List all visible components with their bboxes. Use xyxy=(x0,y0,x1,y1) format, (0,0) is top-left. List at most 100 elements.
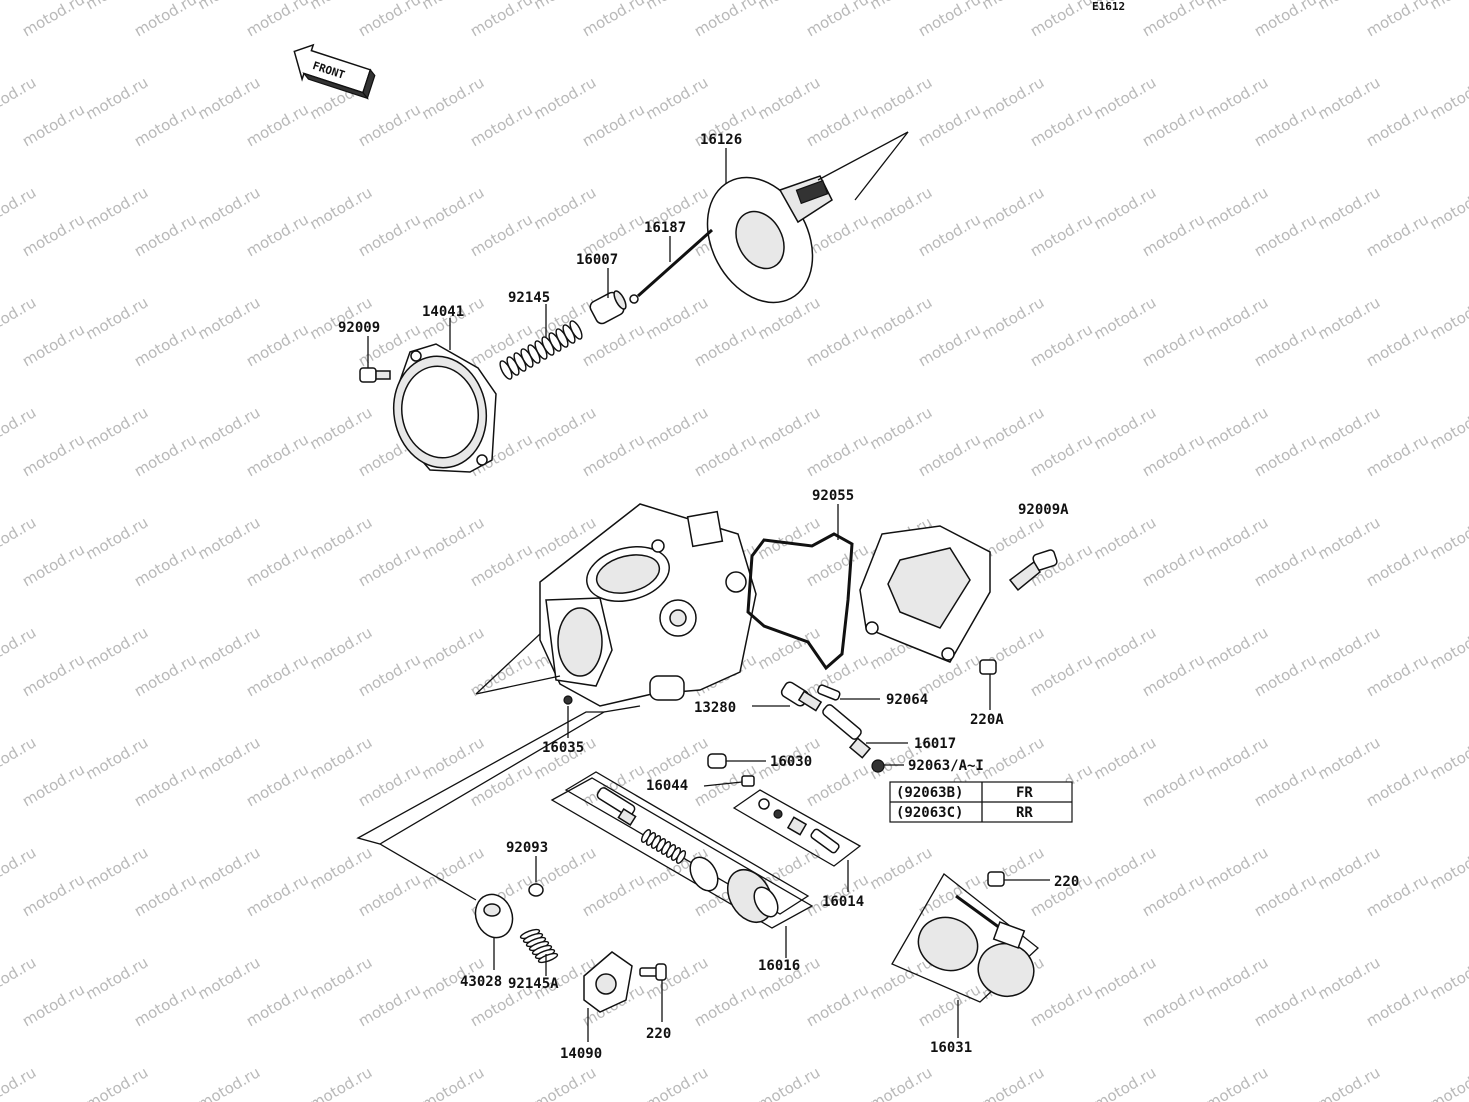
watermark-text: motod.ru xyxy=(1203,73,1272,123)
label-92064: 92064 xyxy=(886,692,928,708)
watermark-text: motod.ru xyxy=(1091,403,1160,453)
watermark-text: motod.ru xyxy=(1427,843,1469,893)
watermark-text: motod.ru xyxy=(1091,293,1160,343)
watermark-text: motod.ru xyxy=(867,843,936,893)
watermark-text: motod.ru xyxy=(915,980,984,1030)
watermark-text: motod.ru xyxy=(131,0,200,40)
watermark-text: motod.ru xyxy=(131,540,200,590)
watermark-text: motod.ru xyxy=(979,293,1048,343)
watermark-text: motod.ru xyxy=(579,100,648,150)
watermark-text: motod.ru xyxy=(243,650,312,700)
watermark-text: motod.ru xyxy=(419,73,488,123)
part-16031-float xyxy=(917,894,1035,997)
watermark-text: motod.ru xyxy=(1027,650,1096,700)
label-16031: 16031 xyxy=(930,1040,972,1056)
watermark-text: motod.ru xyxy=(1139,870,1208,920)
watermark-text: motod.ru xyxy=(467,0,536,40)
watermark-text: motod.ru xyxy=(1139,0,1208,40)
watermark-text: motod.ru xyxy=(1251,650,1320,700)
watermark-text: motod.ru xyxy=(243,540,312,590)
part-13280-jet-holder xyxy=(780,681,823,712)
watermark-text: motod.ru xyxy=(0,73,39,123)
watermark-text: motod.ru xyxy=(19,430,88,480)
watermark-text: motod.ru xyxy=(1027,0,1096,40)
watermark-text: motod.ru xyxy=(1363,760,1432,810)
watermark-text: motod.ru xyxy=(355,0,424,40)
watermark-text: motod.ru xyxy=(0,623,39,673)
watermark-text: motod.ru xyxy=(467,210,536,260)
watermark-text: motod.ru xyxy=(1203,623,1272,673)
watermark-text: motod.ru xyxy=(1427,513,1469,563)
watermark-text: motod.ru xyxy=(1251,430,1320,480)
watermark-text: motod.ru xyxy=(691,0,760,40)
watermark-text: motod.ru xyxy=(131,870,200,920)
watermark-text: motod.ru xyxy=(531,73,600,123)
label-92145A: 92145A xyxy=(508,976,559,992)
watermark-text: motod.ru xyxy=(1251,320,1320,370)
label-220-lower: 220 xyxy=(646,1026,671,1042)
watermark-text: motod.ru xyxy=(1203,293,1272,343)
jet-position-table: (92063B) FR (92063C) RR xyxy=(889,781,1073,823)
watermark-text: motod.ru xyxy=(1203,513,1272,563)
watermark-text: motod.ru xyxy=(131,650,200,700)
watermark-text: motod.ru xyxy=(19,540,88,590)
watermark-text: motod.ru xyxy=(643,73,712,123)
watermark-text: motod.ru xyxy=(83,953,152,1003)
watermark-text: motod.ru xyxy=(531,1063,600,1102)
watermark-text: motod.ru xyxy=(195,733,264,783)
watermark-text: motod.ru xyxy=(803,430,872,480)
watermark-text: motod.ru xyxy=(979,1063,1048,1102)
watermark-text: motod.ru xyxy=(803,0,872,40)
watermark-text: motod.ru xyxy=(803,980,872,1030)
watermark-text: motod.ru xyxy=(195,183,264,233)
watermark-text: motod.ru xyxy=(1251,980,1320,1030)
watermark-text: motod.ru xyxy=(1203,843,1272,893)
watermark-text: motod.ru xyxy=(643,953,712,1003)
watermark-text: motod.ru xyxy=(307,0,376,13)
watermark-text: motod.ru xyxy=(0,183,39,233)
label-92009A: 92009A xyxy=(1018,502,1069,518)
label-92055: 92055 xyxy=(812,488,854,504)
watermark-text: motod.ru xyxy=(83,513,152,563)
spring-coil xyxy=(537,952,559,964)
watermark-text: motod.ru xyxy=(83,1063,152,1102)
watermark-text: motod.ru xyxy=(195,73,264,123)
watermark-text: motod.ru xyxy=(691,980,760,1030)
watermark-text: motod.ru xyxy=(1139,100,1208,150)
watermark-text: motod.ru xyxy=(1139,320,1208,370)
part-220-screw-lower xyxy=(639,963,667,981)
part-92093-o-ring xyxy=(528,883,544,897)
watermark-text: motod.ru xyxy=(195,293,264,343)
watermark-text: motod.ru xyxy=(355,760,424,810)
watermark-text: motod.ru xyxy=(131,980,200,1030)
watermark-text: motod.ru xyxy=(83,183,152,233)
watermark-text: motod.ru xyxy=(1091,513,1160,563)
watermark-text: motod.ru xyxy=(83,293,152,343)
float-bowl xyxy=(859,525,991,663)
watermark-text: motod.ru xyxy=(531,403,600,453)
watermark-text: motod.ru xyxy=(195,623,264,673)
watermark-text: motod.ru xyxy=(19,0,88,40)
watermark-text: motod.ru xyxy=(243,100,312,150)
watermark-text: motod.ru xyxy=(867,73,936,123)
watermark-text: motod.ru xyxy=(0,513,39,563)
watermark-text: motod.ru xyxy=(643,403,712,453)
watermark-text: motod.ru xyxy=(1139,540,1208,590)
table-row-1-code: (92063B) xyxy=(896,785,963,801)
watermark-text: motod.ru xyxy=(1363,100,1432,150)
watermark-text: motod.ru xyxy=(1027,320,1096,370)
label-16007: 16007 xyxy=(576,252,618,268)
watermark-text: motod.ru xyxy=(131,320,200,370)
watermark-text: motod.ru xyxy=(1427,733,1469,783)
watermark-text: motod.ru xyxy=(579,430,648,480)
label-92145: 92145 xyxy=(508,290,550,306)
watermark-text: motod.ru xyxy=(243,320,312,370)
watermark-text: motod.ru xyxy=(1203,1063,1272,1102)
label-43028: 43028 xyxy=(460,974,502,990)
spring-coil xyxy=(675,850,687,864)
watermark-text: motod.ru xyxy=(307,843,376,893)
watermark-text: motod.ru xyxy=(419,623,488,673)
part-16187-needle xyxy=(629,228,713,304)
watermark-text: motod.ru xyxy=(243,210,312,260)
table-row-1-pos: FR xyxy=(1016,785,1033,801)
